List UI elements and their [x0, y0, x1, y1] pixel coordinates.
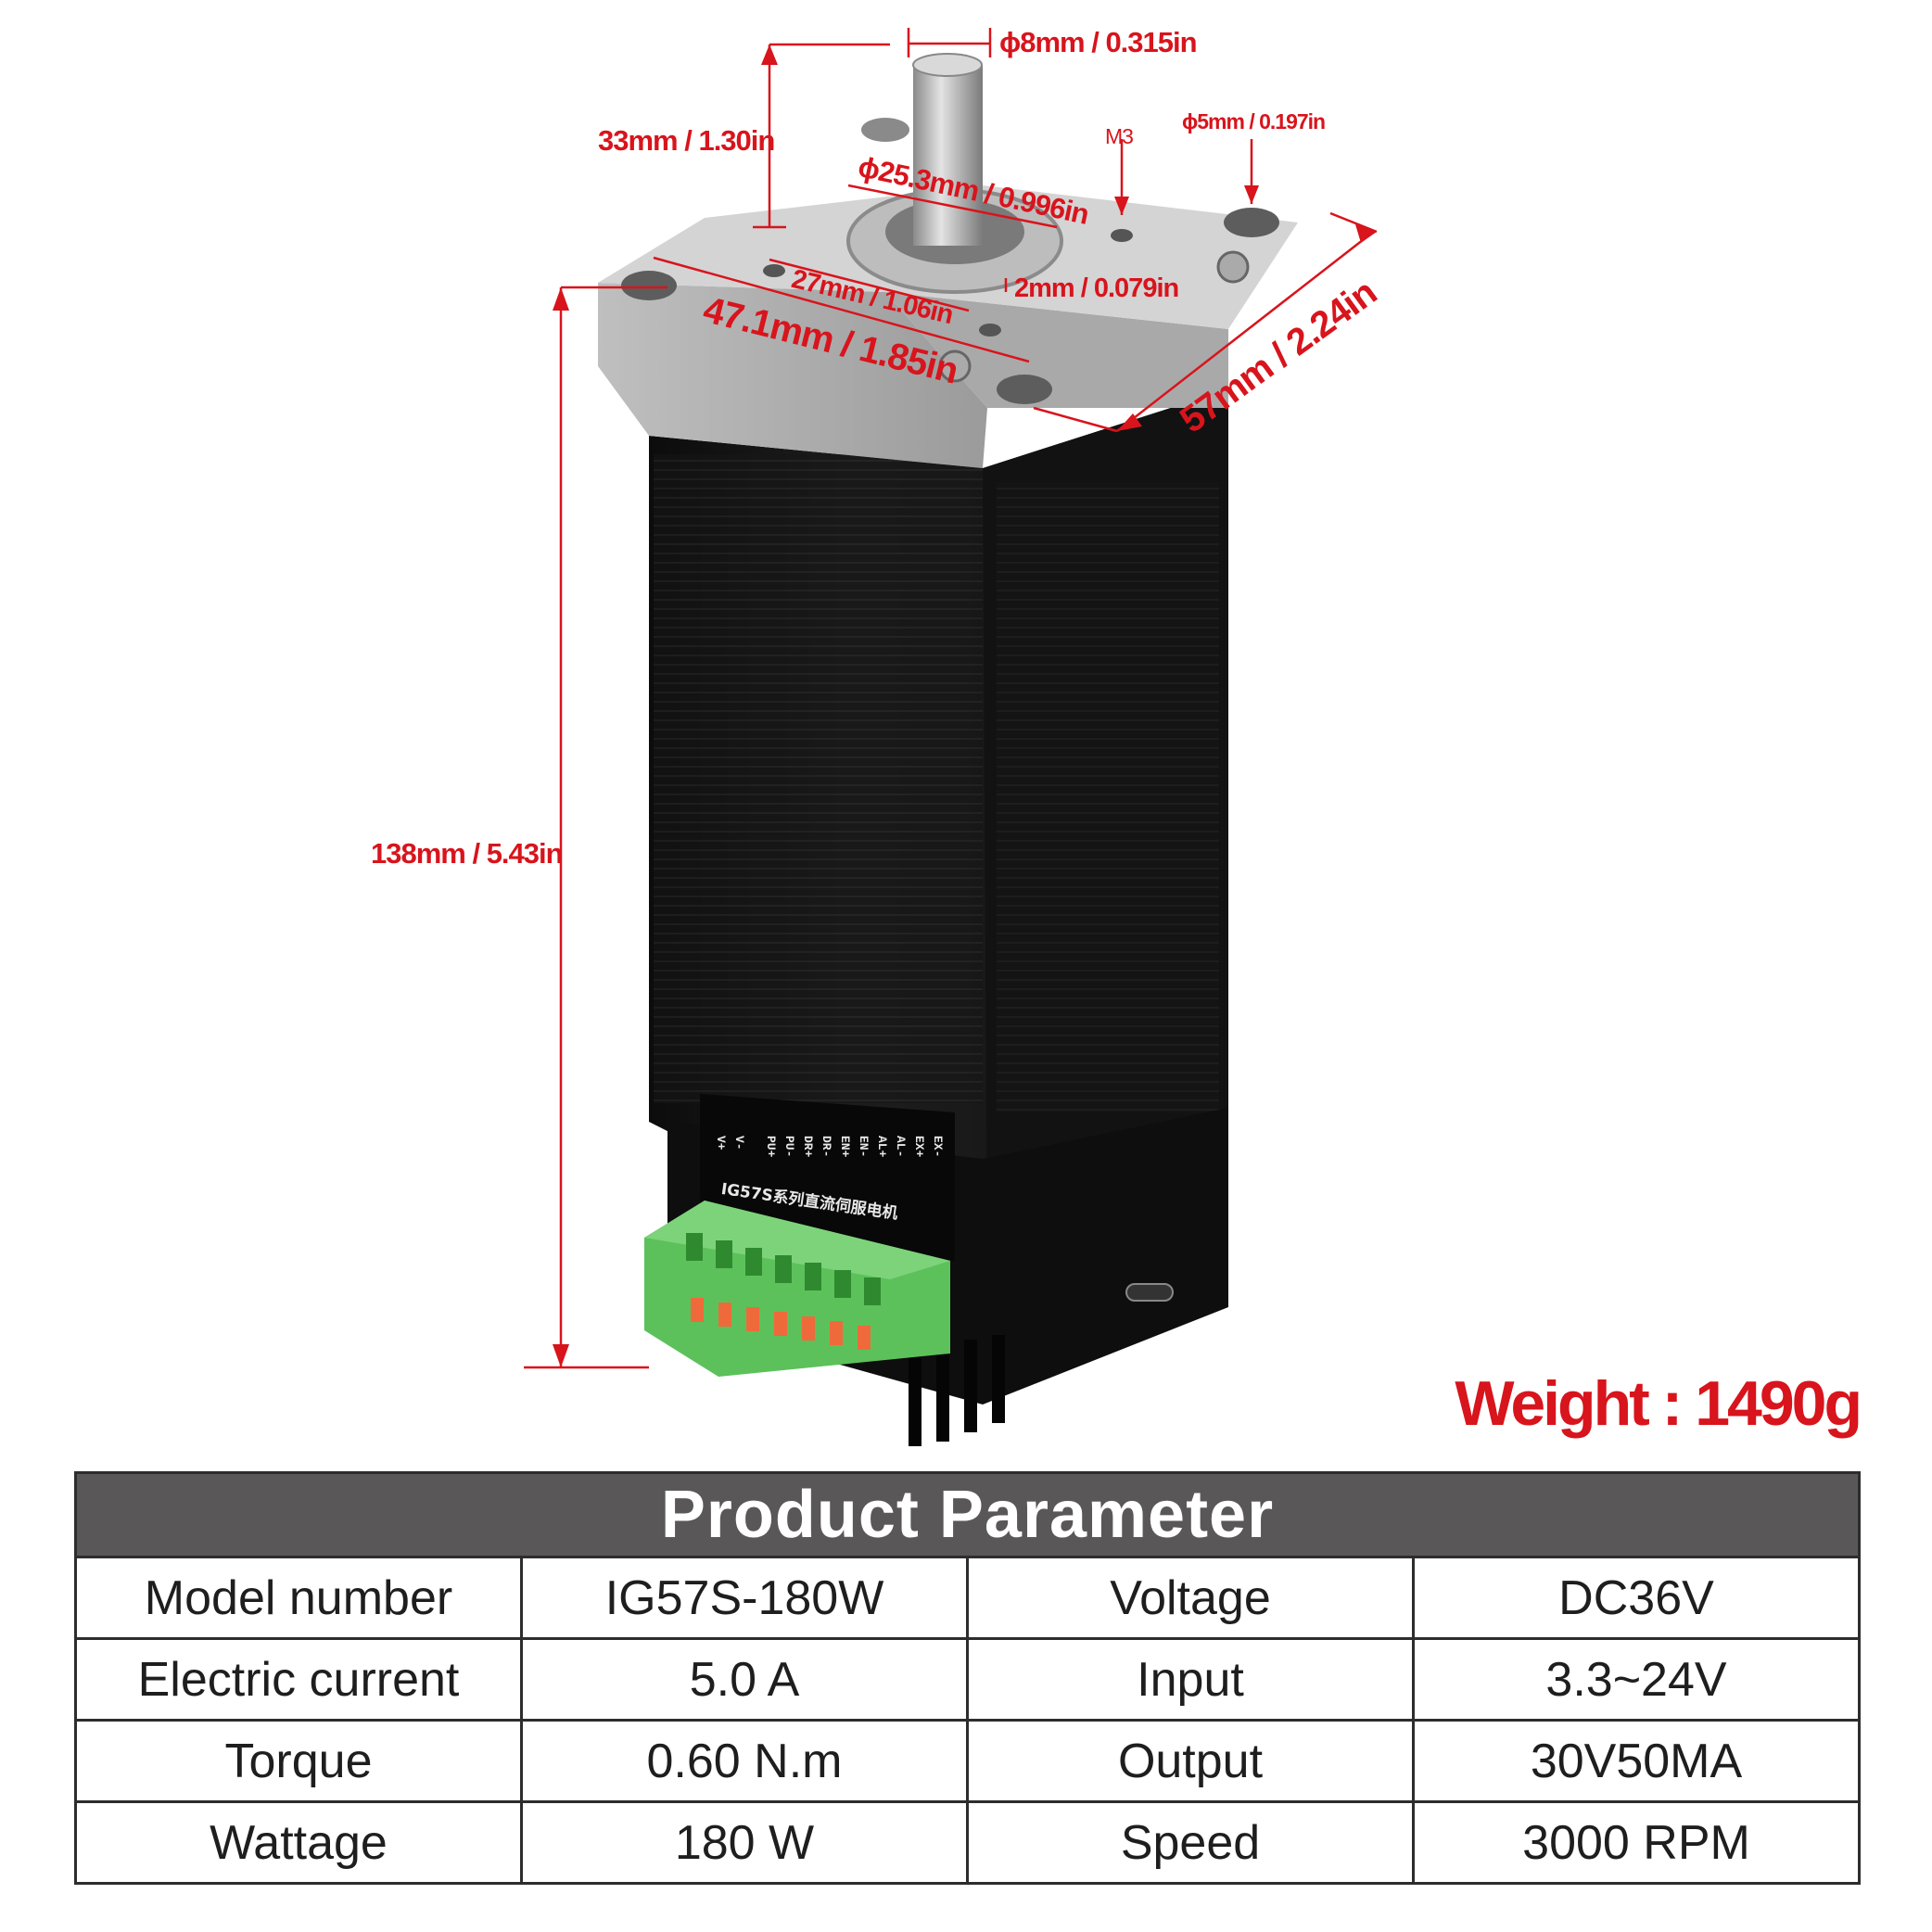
param-label: Electric current	[74, 1637, 523, 1722]
dim-body-length: 138mm / 5.43in	[371, 837, 564, 870]
table-header-row: Product Parameter	[74, 1471, 1861, 1558]
param-value: IG57S-180W	[520, 1556, 969, 1640]
param-value: 180 W	[520, 1800, 969, 1885]
param-label: Torque	[74, 1719, 523, 1803]
product-figure: ϕ8mm / 0.315in 33mm / 1.30in ϕ25.3mm / 0…	[371, 26, 1384, 1446]
param-label: Output	[966, 1719, 1415, 1803]
param-label: Voltage	[966, 1556, 1415, 1640]
pin-label: AL-	[894, 1136, 908, 1158]
pin-label: EN+	[838, 1136, 852, 1158]
param-value: DC36V	[1412, 1556, 1861, 1640]
param-label: Speed	[966, 1800, 1415, 1885]
dim-shaft-length: 33mm / 1.30in	[598, 124, 775, 157]
param-value: 0.60 N.m	[520, 1719, 969, 1803]
param-value: 30V50MA	[1412, 1719, 1861, 1803]
param-value: 3.3~24V	[1412, 1637, 1861, 1722]
pin-label: PU+	[764, 1136, 778, 1158]
product-parameter-table: Product Parameter Model number IG57S-180…	[74, 1471, 1861, 1885]
table-row: Electric current 5.0 A Input 3.3~24V	[74, 1637, 1861, 1722]
pin-label: DR+	[801, 1136, 815, 1158]
dim-shaft-diameter: ϕ8mm / 0.315in	[999, 26, 1198, 58]
table-title: Product Parameter	[74, 1471, 1861, 1558]
param-label: Input	[966, 1637, 1415, 1722]
pin-label: V-	[732, 1136, 746, 1150]
table-row: Torque 0.60 N.m Output 30V50MA	[74, 1719, 1861, 1803]
weight-label: Weight : 1490g	[1455, 1368, 1862, 1439]
pcb-pin-labels: V+ V- PU+ PU- DR+ DR- EN+ EN- AL+ AL- EX…	[714, 1136, 955, 1201]
motor-shaft	[912, 53, 983, 246]
pin-label: V+	[714, 1136, 728, 1150]
pin-label: AL+	[875, 1136, 889, 1158]
param-value: 3000 RPM	[1412, 1800, 1861, 1885]
pin-label: DR-	[820, 1136, 833, 1158]
dim-hole-label: M3	[1105, 124, 1134, 148]
param-label: Model number	[74, 1556, 523, 1640]
dim-mount-hole: ϕ5mm / 0.197in	[1182, 109, 1326, 133]
table-row: Wattage 180 W Speed 3000 RPM	[74, 1800, 1861, 1885]
table-row: Model number IG57S-180W Voltage DC36V	[74, 1556, 1861, 1640]
dimension-arrowheads	[553, 44, 1377, 1367]
pin-label: EN-	[857, 1136, 871, 1158]
dim-boss-height: 2mm / 0.079in	[1014, 273, 1179, 303]
param-label: Wattage	[74, 1800, 523, 1885]
pin-label: EX+	[912, 1136, 926, 1158]
terminal-connector	[644, 1201, 950, 1377]
pin-label: PU-	[782, 1136, 796, 1158]
param-value: 5.0 A	[520, 1637, 969, 1722]
pin-label: EX-	[931, 1136, 945, 1158]
motor-illustration	[524, 28, 1378, 1446]
